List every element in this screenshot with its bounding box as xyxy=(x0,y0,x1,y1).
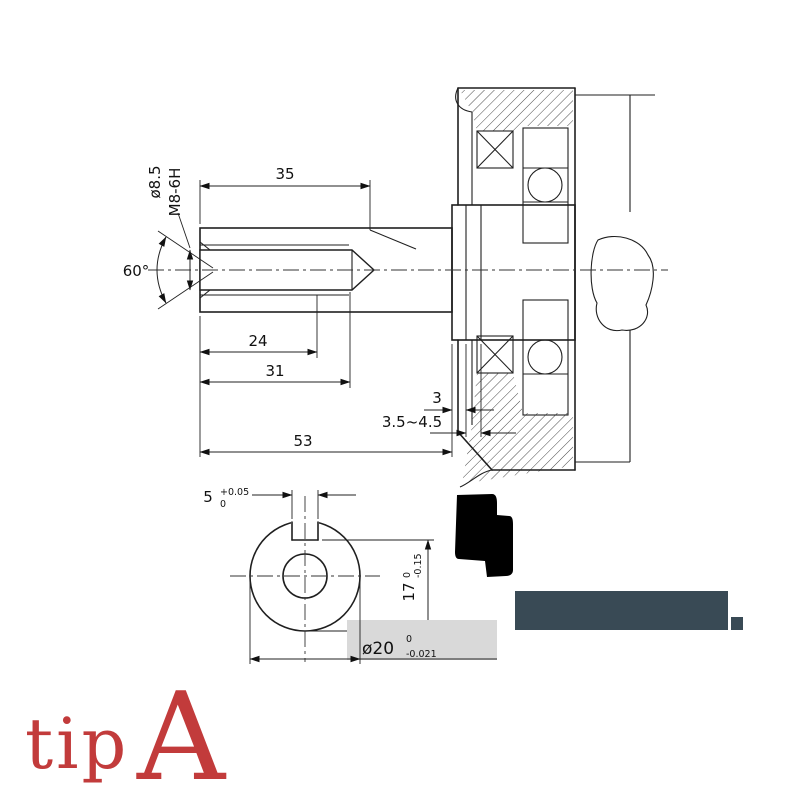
dim-35-label: 35 xyxy=(275,165,294,183)
bearing-housing xyxy=(451,87,655,488)
side-view: 35 ø8.5 M8-6H 60° 24 31 xyxy=(123,87,668,488)
end-view-dimensions: 5 +0.05 0 17 0 -0.15 ø20 0 -0.021 xyxy=(203,487,497,664)
caption: tip A xyxy=(25,666,227,800)
dim-thread-label: M8-6H xyxy=(166,168,184,217)
housing-hatch-top xyxy=(460,90,573,131)
caption-variant-letter: A xyxy=(136,666,227,800)
redaction-dot xyxy=(731,617,743,630)
bearing-top xyxy=(522,127,569,244)
dim-key-height-label: 17 xyxy=(400,582,418,601)
dim-groove-label: 3.5~4.5 xyxy=(382,413,442,431)
dim-key-width-label: 5 xyxy=(203,488,213,506)
dim-53-label: 53 xyxy=(293,432,312,450)
broken-section xyxy=(590,236,654,332)
housing-hatch-bottom xyxy=(462,373,573,484)
dim-shaft-dia-label: ø20 xyxy=(362,639,394,659)
seal-top xyxy=(476,130,514,169)
ink-blot xyxy=(455,494,513,577)
side-view-dimensions: 35 ø8.5 M8-6H 60° 24 31 xyxy=(123,165,516,457)
hub-outline xyxy=(451,204,576,341)
key-width-tol-upper: +0.05 xyxy=(220,487,249,498)
dim-31-label: 31 xyxy=(265,362,284,380)
key-height-tol-upper: 0 xyxy=(402,572,413,578)
bearing-ball-top xyxy=(527,167,563,203)
bearing-ball-bottom xyxy=(527,339,563,375)
dim-angle-label: 60° xyxy=(123,262,150,280)
shaft-dia-tol-lower: -0.021 xyxy=(406,649,437,660)
shaft-dia-tol-upper: 0 xyxy=(406,634,412,645)
end-view: 5 +0.05 0 17 0 -0.15 ø20 0 -0.021 xyxy=(203,487,497,664)
key-width-tol-lower: 0 xyxy=(220,499,226,510)
dim-highlight-box xyxy=(347,620,497,660)
caption-tip-text: tip xyxy=(25,703,129,785)
dim-bore-dia-label: ø8.5 xyxy=(146,165,164,198)
dim-24-label: 24 xyxy=(248,332,267,350)
dim-3-label: 3 xyxy=(432,389,442,407)
redaction-bar xyxy=(515,591,728,630)
bearing-bottom xyxy=(522,299,569,416)
key-height-tol-lower: -0.15 xyxy=(413,553,424,578)
seal-bottom xyxy=(476,335,514,374)
